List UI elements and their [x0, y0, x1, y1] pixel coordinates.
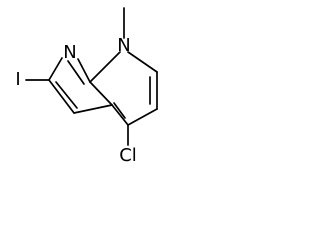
double-bond-n1-c7a	[67, 60, 85, 85]
bond-c7a-n1	[77, 58, 91, 83]
bond-c4-c3a	[111, 104, 129, 126]
bond-c3a-c7a	[89, 81, 113, 106]
atom-label-chlorine: Cl	[119, 145, 137, 166]
bond-n1-c2	[48, 57, 63, 81]
chemical-structure-canvas: N N I Cl	[0, 0, 180, 172]
bond-c2-c3	[48, 79, 75, 114]
double-bond-c4-c3a	[113, 102, 126, 119]
double-bond-c2-c3	[55, 81, 78, 109]
bond-c7a-n7	[89, 51, 121, 83]
molecule-structure: N N I Cl	[15, 7, 158, 166]
bond-n7-c6	[127, 51, 158, 73]
bond-c5-c4	[127, 108, 158, 126]
bond-c3-c3a	[73, 104, 113, 114]
atom-label-pyridine-nitrogen: N	[117, 35, 130, 56]
atom-label-iodine: I	[15, 69, 20, 90]
atom-label-pyrrole-nitrogen: N	[63, 42, 76, 63]
